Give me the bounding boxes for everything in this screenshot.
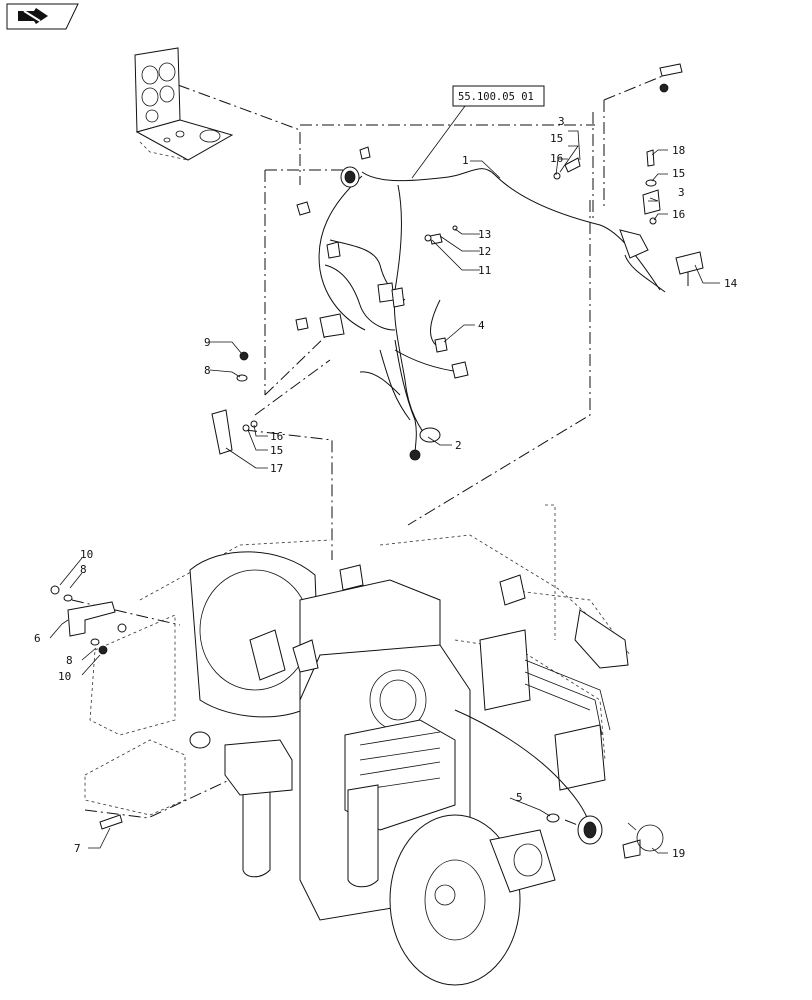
wiring-harness <box>295 146 666 461</box>
callout-4: 4 <box>478 319 485 332</box>
transmission-assembly <box>84 504 664 986</box>
callout-1: 1 <box>462 154 469 167</box>
callout-17: 17 <box>270 462 283 475</box>
hardware-items <box>50 63 704 830</box>
callout-8: 8 <box>66 654 73 667</box>
callout-16: 16 <box>270 430 283 443</box>
next-page-button[interactable] <box>7 4 78 29</box>
callout-12: 12 <box>478 245 491 258</box>
callout-14: 14 <box>724 277 738 290</box>
callout-15: 15 <box>672 167 685 180</box>
callout-18: 18 <box>672 144 685 157</box>
mounting-bracket <box>134 47 234 161</box>
callout-5: 5 <box>516 791 523 804</box>
reference-label: 55.100.05 01 <box>458 91 534 103</box>
callout-15: 15 <box>550 132 563 145</box>
callout-10: 10 <box>80 548 93 561</box>
callout-6: 6 <box>34 632 41 645</box>
callout-16: 16 <box>672 208 685 221</box>
callout-labels: 1 2 3 3 4 5 6 7 8 8 8 9 10 10 11 12 13 1… <box>34 115 738 860</box>
callout-16: 16 <box>550 152 563 165</box>
callout-8: 8 <box>80 563 87 576</box>
reference-box: 55.100.05 01 <box>411 85 545 179</box>
reference-lines <box>71 74 666 829</box>
callout-10: 10 <box>58 670 71 683</box>
callout-2: 2 <box>455 439 462 452</box>
callout-9: 9 <box>204 336 211 349</box>
callout-11: 11 <box>478 264 491 277</box>
nav-button-frame <box>6 3 79 30</box>
callout-3: 3 <box>678 186 685 199</box>
callout-19: 19 <box>672 847 685 860</box>
callout-7: 7 <box>74 842 81 855</box>
callout-15: 15 <box>270 444 283 457</box>
leader-lines <box>49 130 720 854</box>
callout-3: 3 <box>558 115 565 128</box>
next-page-arrow-icon <box>18 8 48 24</box>
callout-8: 8 <box>204 364 211 377</box>
callout-13: 13 <box>478 228 491 241</box>
